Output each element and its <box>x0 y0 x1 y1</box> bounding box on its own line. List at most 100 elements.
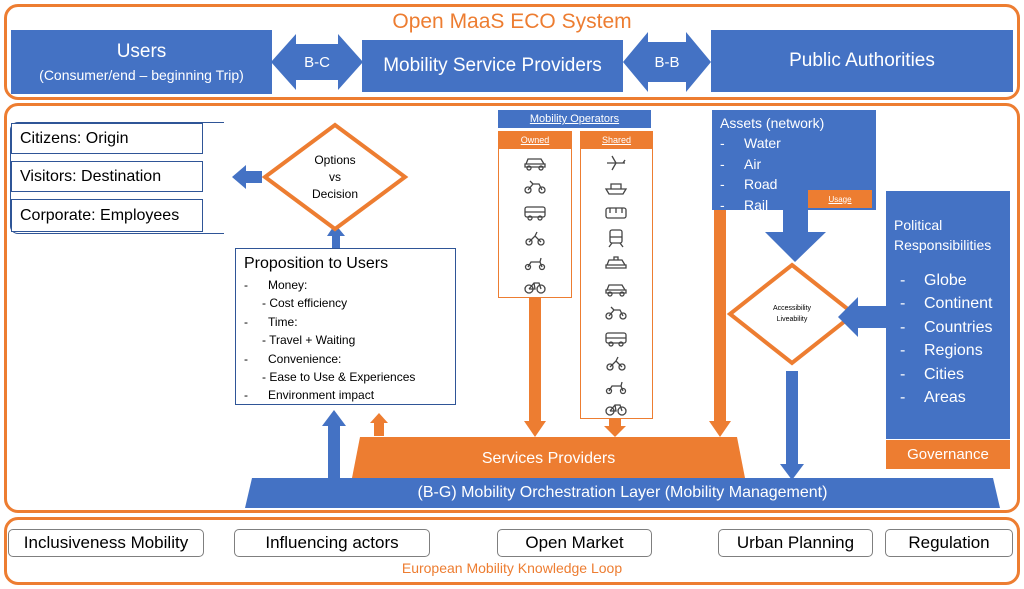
usage-box: Usage <box>808 190 872 208</box>
proposition-text: Environment impact <box>268 388 375 403</box>
users-box: Users (Consumer/end – beginning Trip) <box>11 30 272 94</box>
governance-box: Governance <box>886 440 1010 469</box>
proposition-text: Money: <box>268 278 308 292</box>
scooter-icon <box>606 356 626 371</box>
bicycle-icon <box>605 404 627 416</box>
car-icon <box>524 158 546 171</box>
van-icon <box>605 332 627 347</box>
users-subtitle: (Consumer/end – beginning Trip) <box>39 67 244 83</box>
options-decision-label: Options vs Decision <box>290 150 380 204</box>
political-item: -Continent <box>894 292 1002 315</box>
bottom-item-influencing: Influencing actors <box>234 529 430 557</box>
bottom-item-label: Open Market <box>525 533 624 552</box>
mobility-operators-header: Mobility Operators <box>498 110 651 128</box>
proposition-text: - Ease to Use & Experiences <box>262 370 416 385</box>
assets-list: -Water-Air-Road-Rail <box>720 133 868 215</box>
user-type-citizens: Citizens: Origin <box>11 123 203 154</box>
political-dash: - <box>900 365 906 383</box>
bottom-item-open-market: Open Market <box>497 529 652 557</box>
arrow-political-to-accessibility <box>838 297 888 337</box>
public-authorities-label: Public Authorities <box>789 50 935 71</box>
asset-dash: - <box>720 135 725 152</box>
arrow-to-users-left <box>232 165 262 189</box>
user-type-label: Corporate: Employees <box>20 206 180 224</box>
political-label: Continent <box>924 295 993 313</box>
political-dash: - <box>900 342 906 360</box>
accessibility-diamond <box>726 262 858 366</box>
services-providers-shape <box>352 437 745 478</box>
motorbike-icon <box>605 306 627 320</box>
political-label: Countries <box>924 318 993 336</box>
accessibility-line: Liveability <box>776 316 808 323</box>
ship-icon <box>604 183 628 195</box>
proposition-item: - Cost efficiency <box>244 294 447 312</box>
shared-header: Shared <box>580 131 653 149</box>
proposition-title: Proposition to Users <box>244 255 389 272</box>
asset-label: Water <box>744 135 781 152</box>
scooter-icon <box>525 231 545 246</box>
bottom-item-label: Regulation <box>908 533 990 552</box>
proposition-text: Convenience: <box>268 351 342 366</box>
orchestration-label: (B-G) Mobility Orchestration Layer (Mobi… <box>417 484 828 501</box>
arrow-services-to-proposition <box>322 410 346 478</box>
proposition-dash <box>244 368 262 386</box>
proposition-text: - Travel + Waiting <box>262 333 356 348</box>
asset-item: -Road <box>720 174 868 194</box>
decision-line: vs <box>329 169 341 184</box>
bicycle-icon <box>524 282 546 294</box>
political-dash: - <box>900 272 906 289</box>
train-icon <box>608 229 624 248</box>
proposition-dash: - <box>244 278 248 292</box>
user-type-visitors: Visitors: Destination <box>11 161 203 192</box>
options-decision-diamond <box>261 122 409 232</box>
shared-icon-group <box>604 155 628 416</box>
political-label: Regions <box>924 342 983 360</box>
moped-icon <box>524 257 546 271</box>
owned-icon-group <box>524 158 546 294</box>
proposition-dash: - <box>244 314 248 329</box>
bottom-item-inclusiveness: Inclusiveness Mobility <box>8 529 204 557</box>
political-title-line: Responsibilities <box>894 237 992 253</box>
arrow-usage-down <box>709 205 731 437</box>
arrow-services-up-orange <box>370 413 388 436</box>
political-list: -Globe-Continent-Countries-Regions-Citie… <box>894 269 1002 409</box>
arrow-accessibility-down <box>780 371 804 480</box>
proposition-text: - Cost efficiency <box>262 296 348 311</box>
arrow-shared-down <box>604 418 626 437</box>
asset-label: Rail <box>744 196 769 213</box>
political-label: Areas <box>924 389 966 407</box>
orchestration-layer-shape <box>245 478 1000 508</box>
asset-dash: - <box>720 176 725 193</box>
asset-item: - Water <box>720 133 868 153</box>
political-title-line: Political <box>894 217 943 233</box>
bottom-item-label: Influencing actors <box>265 533 399 552</box>
mobility-operators-title: Mobility Operators <box>529 113 620 125</box>
owned-header: Owned <box>498 131 572 149</box>
political-dash: - <box>900 318 906 336</box>
political-dash: - <box>900 389 906 407</box>
services-providers-label: Services Providers <box>481 450 616 467</box>
proposition-item: - Time: <box>244 313 447 331</box>
van-icon <box>524 206 546 221</box>
accessibility-line: Accessibility <box>772 305 812 312</box>
shared-column <box>580 131 653 419</box>
bb-label: B-B <box>654 53 680 71</box>
plane-icon <box>607 155 626 171</box>
political-title: Political Responsibilities <box>894 215 1002 255</box>
political-item: -Regions <box>894 339 1002 362</box>
proposition-dash <box>244 331 262 349</box>
proposition-dash: - <box>244 388 248 403</box>
proposition-text: Time: <box>268 314 298 329</box>
shared-label: Shared <box>601 135 632 145</box>
public-authorities-box: Public Authorities <box>711 30 1013 92</box>
bottom-item-regulation: Regulation <box>885 529 1013 557</box>
accessibility-label: Accessibility Liveability <box>750 300 834 328</box>
user-type-label: Visitors: Destination <box>20 167 162 185</box>
asset-dash: - <box>720 155 725 172</box>
ecosystem-title: Open MaaS ECO System <box>392 10 632 33</box>
moped-icon <box>605 381 627 395</box>
bus-icon <box>605 207 627 219</box>
asset-label: Air <box>744 155 762 172</box>
assets-title: Assets (network) <box>720 115 825 131</box>
